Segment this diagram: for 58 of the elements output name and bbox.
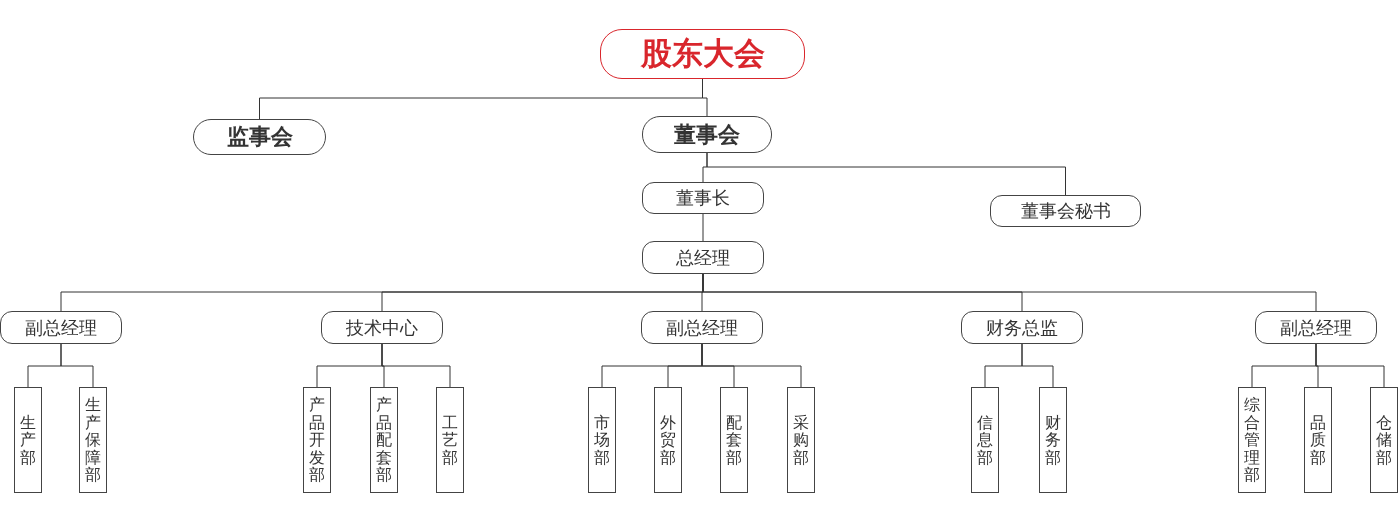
connector-line [60,343,94,388]
department-box [303,387,331,493]
department-box [79,387,107,493]
org-box [600,29,805,79]
connector-line [706,152,1066,196]
connector-line [702,273,1317,312]
org-box [321,311,443,344]
org-box [642,241,764,274]
node-label: 财务部 [1045,413,1061,467]
connector-line [702,213,704,242]
node-label: 综合管理部 [1244,396,1260,484]
org-box [1255,311,1377,344]
node-label: 董事会 [674,120,740,149]
node-label: 董事会秘书 [1020,199,1111,223]
connector-line [701,343,802,388]
org-box [641,311,763,344]
org-box [990,195,1141,227]
node-label: 股东大会 [640,34,765,73]
department-box [787,387,815,493]
org-box [642,116,772,153]
department-box [971,387,999,493]
department-box [720,387,748,493]
node-label: 监事会 [226,123,293,151]
node-label: 采购部 [793,413,809,467]
department-box [1039,387,1067,493]
department-box [1238,387,1266,493]
node-label: 信息部 [977,413,993,467]
connector-line [1021,343,1054,388]
node-label: 副总经理 [666,315,738,340]
connector-line [381,343,451,388]
department-box [1370,387,1398,493]
node-label: 技术中心 [346,315,418,340]
connector-line [1315,343,1385,388]
department-box [588,387,616,493]
department-box [1304,387,1332,493]
node-label: 外贸部 [660,413,676,467]
department-box [370,387,398,493]
node-label: 副总经理 [25,315,97,340]
node-label: 产品开发部 [309,396,325,484]
node-label: 品质部 [1310,413,1326,467]
node-label: 产品配套部 [376,396,392,484]
department-box [654,387,682,493]
org-box [0,311,122,344]
org-box [642,182,764,214]
node-label: 生产保障部 [85,396,101,484]
org-box [961,311,1083,344]
node-label: 工艺部 [442,413,458,467]
org-box [193,119,326,155]
node-label: 总经理 [676,245,730,270]
node-label: 仓储部 [1376,413,1392,467]
node-label: 副总经理 [1280,315,1352,340]
node-label: 市场部 [594,413,610,467]
department-box [436,387,464,493]
node-label: 生产部 [20,413,36,467]
node-label: 配套部 [726,413,742,467]
node-label: 财务总监 [986,315,1058,340]
department-box [14,387,42,493]
node-label: 董事长 [676,186,730,210]
